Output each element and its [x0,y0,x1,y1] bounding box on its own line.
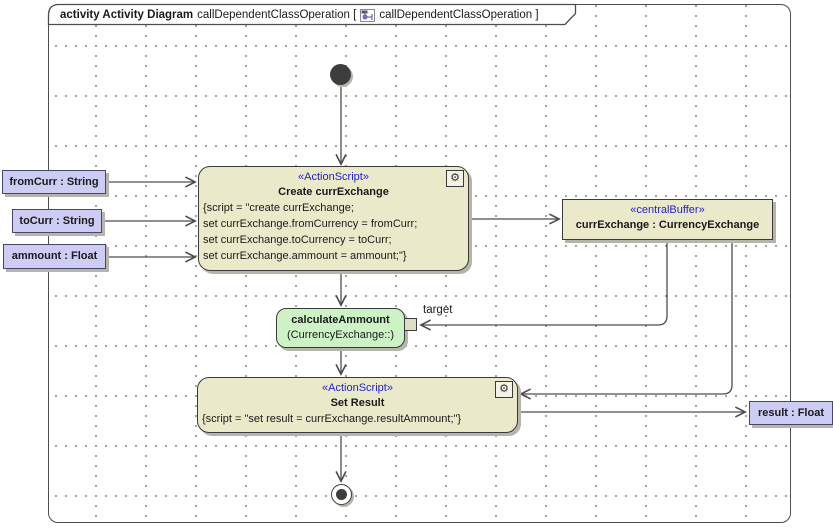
edge-buffer-to-setresult[interactable] [522,241,733,394]
final-node-inner-dot [336,489,347,500]
parameter-node-tocurr[interactable]: toCurr : String [12,209,102,233]
stereotype-label: «ActionScript» [298,171,369,183]
action-name: calculateAmmount [291,314,390,326]
parameter-node-ammount[interactable]: ammount : Float [3,244,106,269]
stereotype-label: «ActionScript» [322,382,393,394]
edge-buffer-to-target-pin[interactable] [422,241,668,325]
target-pin-label: target [423,304,453,316]
frame-title-context: callDependentClassOperation ] [379,9,539,21]
frame-title-tab [47,3,577,26]
action-script-line: set currExchange.toCurrency = toCurr; [203,234,392,246]
frame-title-diagram-name: callDependentClassOperation [ [197,9,357,21]
frame-title: activity Activity Diagram callDependentC… [60,8,539,22]
action-name: Set Result [330,397,385,409]
action-set-result[interactable]: ⚙ «ActionScript» Set Result {script = "s… [197,377,518,433]
action-script-line: {script = "set result = currExchange.res… [202,413,462,425]
stereotype-label: «centralBuffer» [630,204,705,216]
parameter-label: result : Float [757,406,824,419]
action-script-line: set currExchange.ammount = ammount;"} [203,250,407,262]
action-calculate-ammount[interactable]: calculateAmmount (CurrencyExchange::) [276,308,405,348]
action-script-line: {script = "create currExchange; [203,202,354,214]
activity-diagram-icon [360,8,376,22]
central-buffer-currexchange[interactable]: «centralBuffer» currExchange : CurrencyE… [562,199,773,240]
gear-icon[interactable]: ⚙ [495,381,513,398]
action-name: Create currExchange [278,186,389,198]
action-create-currexchange[interactable]: ⚙ «ActionScript» Create currExchange {sc… [198,166,469,271]
buffer-name: currExchange : CurrencyExchange [575,219,760,231]
parameter-label: ammount : Float [11,250,98,262]
target-input-pin[interactable] [404,318,417,331]
parameter-node-result[interactable]: result : Float [749,401,833,425]
activity-final-node[interactable] [331,484,352,505]
frame-title-keyword: activity Activity Diagram [60,9,194,21]
action-script-line: set currExchange.fromCurrency = fromCurr… [203,218,418,230]
parameter-label: toCurr : String [19,214,95,227]
parameter-label: fromCurr : String [9,175,99,188]
gear-icon[interactable]: ⚙ [446,170,464,187]
initial-node[interactable] [330,64,351,85]
parameter-node-fromcurr[interactable]: fromCurr : String [2,170,106,194]
action-qualifier: (CurrencyExchange::) [287,329,394,341]
